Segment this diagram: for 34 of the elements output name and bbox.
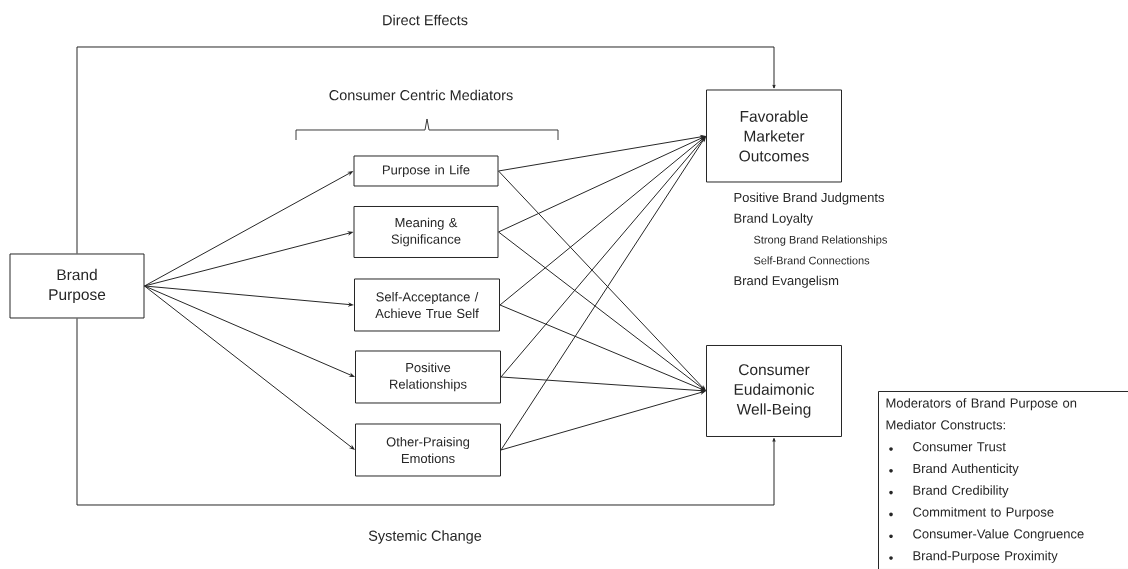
outcome-list: Positive Brand Judgments Brand Loyalty Strong Brand Relationships Self-Brand Connections Brand Evangelism bbox=[734, 192, 887, 288]
arrow bbox=[144, 285, 355, 450]
outcome-box: Favorable Marketer Outcomes bbox=[706, 89, 842, 183]
arrow bbox=[500, 390, 706, 451]
arrow bbox=[499, 304, 706, 391]
mediator-box: Other-Praising Emotions bbox=[355, 423, 501, 477]
arrow bbox=[144, 285, 354, 307]
outcome-box: Consumer Eudaimonic Well-Being bbox=[706, 345, 842, 437]
arrow bbox=[144, 171, 353, 287]
arrow bbox=[76, 46, 776, 254]
node-label: Positive Brand Judgments bbox=[734, 192, 885, 205]
mediator-box: Meaning & Significance bbox=[353, 206, 499, 258]
node-label: Self-Brand Connections bbox=[754, 256, 870, 265]
mediator-box: Positive Relationships bbox=[355, 350, 501, 404]
arrow bbox=[498, 136, 706, 233]
arrow bbox=[498, 170, 706, 391]
mediator-box: Self-Acceptance / Achieve True Self bbox=[354, 278, 500, 332]
node-label: Brand Evangelism bbox=[734, 275, 839, 288]
arrow bbox=[144, 231, 353, 287]
node-label: Brand Loyalty bbox=[734, 213, 813, 226]
arrow bbox=[500, 136, 706, 378]
arrow bbox=[500, 376, 706, 393]
arrow bbox=[498, 231, 706, 391]
edge-label: Direct Effects bbox=[380, 12, 470, 28]
node-label: Strong Brand Relationships bbox=[754, 235, 887, 246]
edge-label: Systemic Change bbox=[366, 528, 484, 546]
arrow bbox=[76, 318, 776, 506]
mediator-box: Purpose in Life bbox=[353, 155, 499, 187]
arrow bbox=[498, 135, 706, 172]
arrow bbox=[144, 285, 355, 377]
construct-box: Brand Purpose bbox=[9, 253, 145, 319]
arrow bbox=[499, 136, 706, 306]
group-heading: Consumer Centric Mediators bbox=[329, 89, 513, 101]
arrow bbox=[500, 136, 706, 451]
